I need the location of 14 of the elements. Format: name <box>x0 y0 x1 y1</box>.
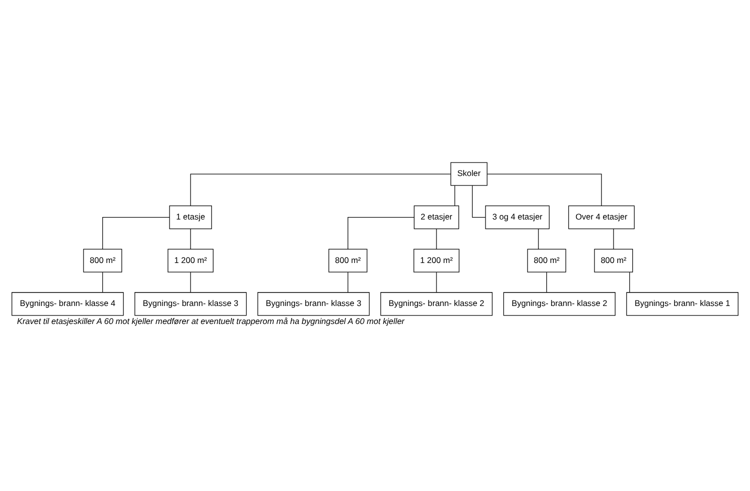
connector <box>538 228 539 249</box>
connector <box>436 271 437 292</box>
connector <box>546 271 547 292</box>
connector <box>613 228 614 249</box>
connector <box>487 173 602 206</box>
connector <box>629 271 630 292</box>
connector <box>190 271 191 292</box>
connector <box>454 184 456 206</box>
connector <box>436 228 437 249</box>
connector <box>102 271 103 292</box>
connector <box>190 228 191 249</box>
connector <box>190 173 452 206</box>
connector <box>102 216 170 249</box>
connector <box>348 216 414 249</box>
